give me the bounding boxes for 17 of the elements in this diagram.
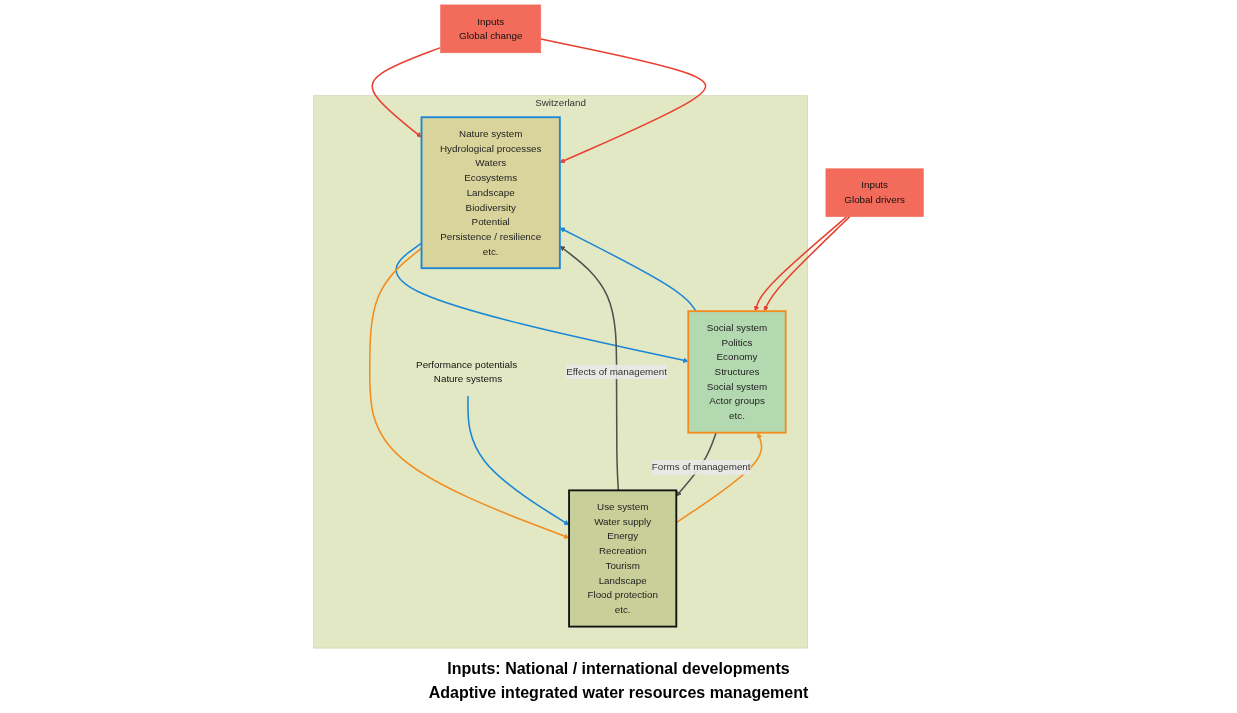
footer-note: Adaptive integrated water resources management	[428, 684, 809, 702]
arrow	[371, 46, 442, 138]
node-box: Social system Politics Economy Structures Social system Actor groups etc.	[687, 310, 787, 434]
footer-note: Inputs: National / international developments	[447, 660, 790, 678]
arrow	[369, 247, 570, 539]
node-box: Inputs Global drivers	[825, 168, 924, 217]
arrow	[395, 242, 689, 363]
node-box: Nature system Hydrological processes Waters Ecosystems Landscape Biodiversity Potential Persistence / resilience etc.	[420, 116, 561, 270]
arrow	[540, 38, 707, 163]
node-box: Inputs Global change	[440, 4, 542, 54]
node-box: Use system Water supply Energy Recreation Tourism Landscape Flood protection etc.	[568, 489, 678, 628]
node-text: Performance potentials Nature systems	[416, 359, 518, 385]
arrow	[559, 245, 620, 492]
edge-label: Forms of management	[651, 461, 751, 473]
arrow	[559, 227, 697, 312]
edge-label: Effects of management	[566, 366, 667, 377]
arrow	[467, 395, 570, 526]
